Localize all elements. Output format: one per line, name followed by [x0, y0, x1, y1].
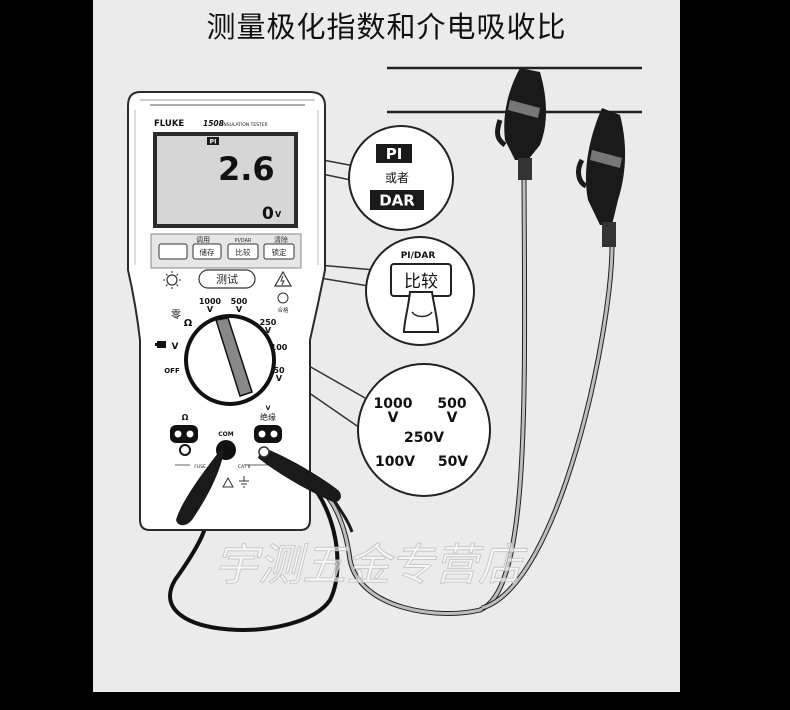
- svg-text:绝缘: 绝缘: [260, 412, 276, 422]
- svg-text:V: V: [236, 305, 243, 314]
- lcd-main-value: 2.6: [218, 150, 275, 188]
- shop-watermark: 宇测五金专营店: [214, 540, 528, 591]
- store-button[interactable]: [192, 243, 222, 260]
- svg-text:测试: 测试: [216, 273, 238, 286]
- svg-text:V: V: [447, 410, 458, 426]
- lock-button[interactable]: [263, 243, 295, 260]
- page-title: 测量极化指数和介电吸收比: [206, 10, 567, 44]
- pass-indicator: [277, 292, 289, 304]
- svg-text:PI/DAR: PI/DAR: [235, 238, 252, 244]
- test-button[interactable]: [198, 269, 256, 289]
- callout-or-text: 或者: [385, 171, 409, 185]
- callout-pi-badge: [376, 144, 412, 163]
- svg-text:合格: 合格: [277, 306, 289, 314]
- compare-button[interactable]: [227, 243, 259, 260]
- warning-small-icon: [222, 476, 234, 488]
- callout-volt-250: 250V: [404, 430, 444, 446]
- insulation-tester: FLUKE 1508 INSULATION TESTER PI 2.6 0 V …: [127, 91, 326, 531]
- svg-text:500: 500: [231, 297, 248, 306]
- svg-text:1000: 1000: [199, 297, 222, 306]
- battery-icon: [155, 341, 166, 348]
- alligator-clip-b: [576, 108, 626, 247]
- svg-text:FUSE: FUSE: [194, 464, 206, 470]
- svg-text:250: 250: [260, 318, 277, 327]
- svg-text:V: V: [172, 342, 179, 352]
- callout-compare-label: 比较: [404, 272, 438, 292]
- model-label: 1508: [203, 119, 224, 128]
- svg-text:PI: PI: [210, 139, 217, 146]
- svg-text:零: 零: [171, 309, 181, 321]
- ground-icon: [239, 476, 249, 488]
- insulation-v-jack[interactable]: [254, 425, 282, 443]
- svg-text:COM: COM: [218, 431, 234, 438]
- lcd-screen: [157, 136, 294, 224]
- svg-text:Ω: Ω: [182, 413, 189, 422]
- callout-volt-500: 500: [437, 396, 466, 412]
- brand-label: FLUKE: [154, 119, 184, 129]
- svg-text:100: 100: [271, 343, 288, 352]
- backlight-icon[interactable]: [163, 271, 181, 289]
- v-probe: [258, 447, 341, 503]
- svg-text:Ω: Ω: [184, 318, 193, 329]
- lcd-pi-badge: [207, 137, 219, 145]
- lcd-voltage-value: 0: [262, 204, 274, 224]
- lcd-voltage-unit: V: [275, 210, 282, 219]
- callout-volt-1000: 1000: [374, 396, 413, 412]
- model-desc-label: INSULATION TESTER: [222, 122, 268, 128]
- callout-voltage: 1000 V 500 V 250V 100V 50V: [357, 363, 491, 497]
- svg-text:储存: 储存: [200, 247, 215, 257]
- callout-pi-text: PI: [386, 145, 403, 163]
- svg-text:比较: 比较: [236, 247, 251, 257]
- callout-button-header: PI/DAR: [401, 251, 436, 261]
- svg-text:CAT Ⅱ: CAT Ⅱ: [238, 464, 250, 470]
- black-test-lead-wire: [168, 457, 340, 632]
- callout-dar-badge: [370, 190, 424, 210]
- callout-volt-50: 50V: [438, 454, 468, 470]
- callout-button: PI/DAR 比较: [365, 236, 475, 346]
- callout-display: PI 或者 DAR: [348, 125, 454, 231]
- svg-text:OFF: OFF: [164, 367, 180, 375]
- svg-text:锁定: 锁定: [272, 247, 287, 257]
- pressing-finger-icon: [402, 291, 440, 333]
- callout-dar-text: DAR: [379, 192, 415, 210]
- svg-text:V: V: [207, 305, 214, 314]
- ohm-jack[interactable]: [170, 425, 198, 443]
- svg-text:50: 50: [273, 366, 285, 375]
- svg-text:调用: 调用: [196, 235, 210, 244]
- dial-pointer: [215, 317, 253, 397]
- callout-volt-100: 100V: [375, 454, 415, 470]
- warning-icon: [273, 270, 293, 287]
- svg-text:V: V: [265, 326, 272, 335]
- alligator-clip-a: [495, 68, 546, 180]
- svg-text:V: V: [266, 405, 271, 412]
- com-probe: [176, 448, 224, 526]
- svg-text:V: V: [276, 374, 283, 383]
- svg-text:清除: 清除: [274, 235, 288, 244]
- svg-text:V: V: [388, 410, 399, 426]
- blank-button[interactable]: [158, 243, 188, 260]
